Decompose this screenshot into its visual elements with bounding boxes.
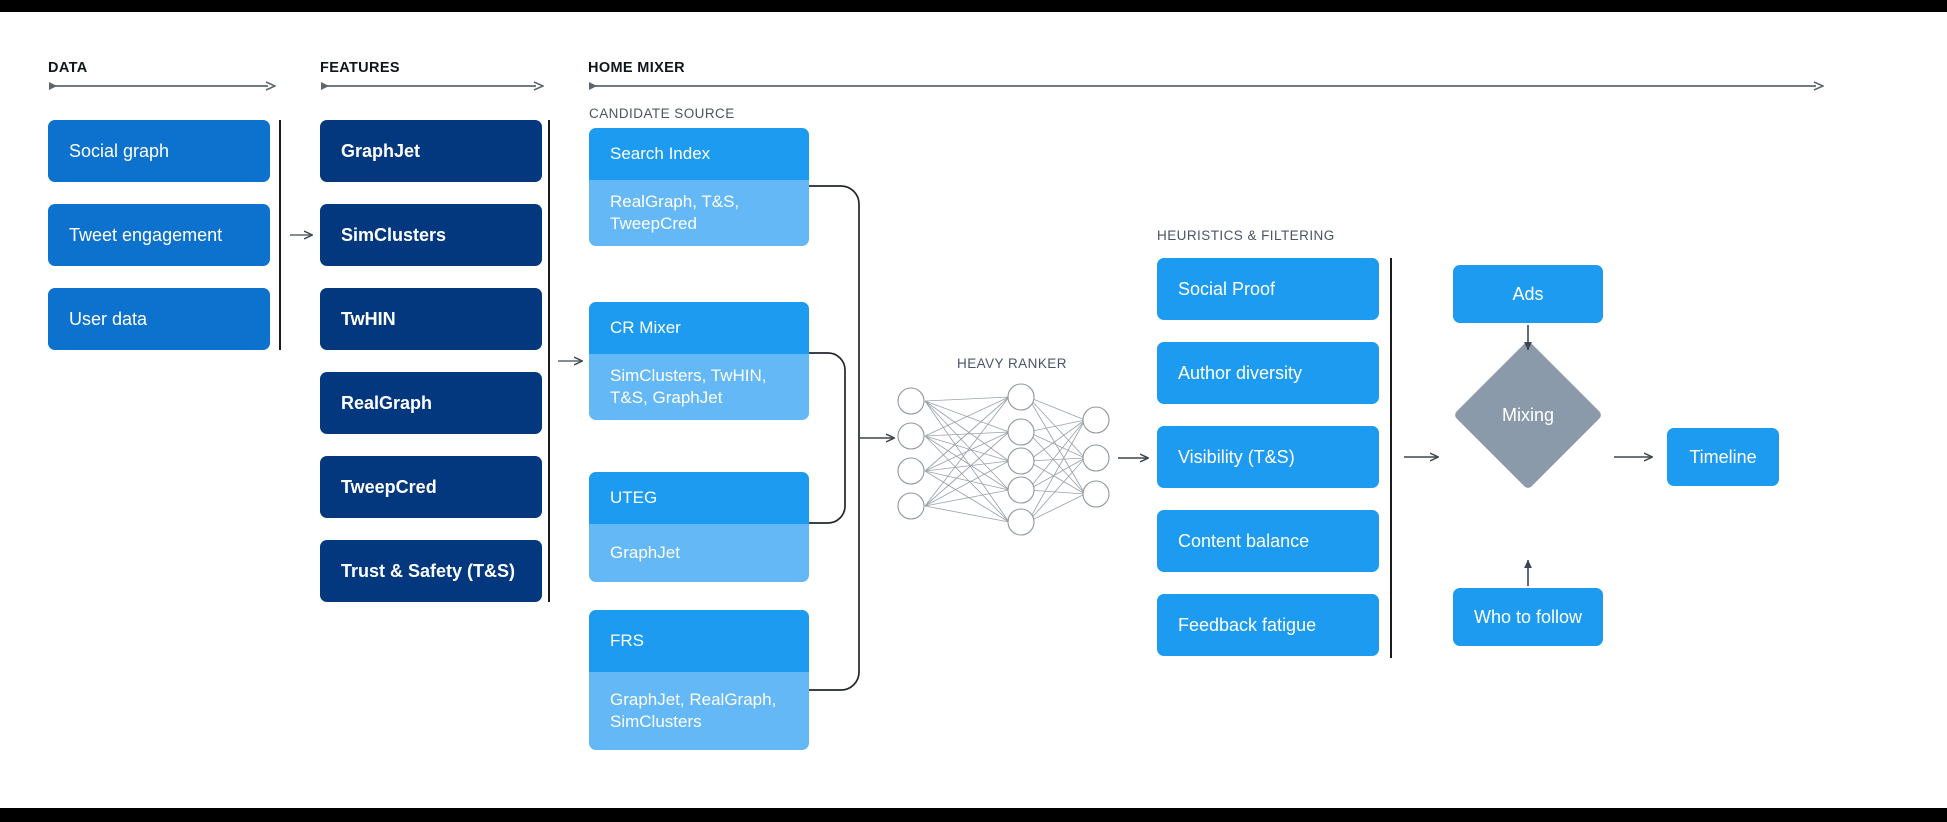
feature-box-label: RealGraph [341, 392, 433, 413]
candidate-source-cr-mixer[interactable]: CR Mixer SimClusters, TwHIN, T&S, GraphJ… [589, 302, 809, 420]
data-box-label: Social graph [69, 140, 170, 161]
nn-edges-hidden-output [1027, 396, 1086, 523]
candidate-source-name: FRS [589, 610, 809, 672]
candidate-source-name: CR Mixer [589, 302, 809, 354]
brace-inner-candidate-sources [809, 352, 846, 524]
candidate-source-features: GraphJet [589, 524, 809, 582]
feature-box-twhin[interactable]: TwHIN [320, 288, 542, 350]
feature-box-graphjet[interactable]: GraphJet [320, 120, 542, 182]
feature-box-simclusters[interactable]: SimClusters [320, 204, 542, 266]
nn-edges-input-hidden [924, 396, 1010, 523]
section-title-data: DATA [48, 60, 88, 76]
timeline-label: Timeline [1689, 446, 1757, 467]
heuristic-box-label: Feedback fatigue [1178, 614, 1317, 635]
section-title-features: FEATURES [320, 60, 400, 76]
feature-box-label: SimClusters [341, 224, 447, 245]
heuristic-box-author-diversity[interactable]: Author diversity [1157, 342, 1379, 404]
data-box-label: User data [69, 308, 148, 329]
heuristic-box-label: Author diversity [1178, 362, 1303, 383]
subsection-title-candidate-source: CANDIDATE SOURCE [589, 106, 735, 121]
heuristic-box-content-balance[interactable]: Content balance [1157, 510, 1379, 572]
feature-box-label: GraphJet [341, 140, 421, 161]
mixing-input-who-to-follow[interactable]: Who to follow [1453, 588, 1603, 646]
feature-box-label: TweepCred [341, 476, 437, 497]
candidate-source-uteg[interactable]: UTEG GraphJet [589, 472, 809, 582]
candidate-source-features: GraphJet, RealGraph, SimClusters [589, 672, 809, 750]
section-title-home-mixer: HOME MIXER [588, 60, 685, 76]
data-box-label: Tweet engagement [69, 224, 223, 245]
heavy-ranker-network [897, 383, 1110, 536]
letterbox-top [0, 0, 1947, 12]
subsection-title-heuristics: HEURISTICS & FILTERING [1157, 228, 1335, 243]
data-box-user-data[interactable]: User data [48, 288, 270, 350]
heuristic-box-label: Social Proof [1178, 278, 1276, 299]
mixing-input-ads[interactable]: Ads [1453, 265, 1603, 323]
heuristic-box-feedback-fatigue[interactable]: Feedback fatigue [1157, 594, 1379, 656]
output-timeline[interactable]: Timeline [1667, 428, 1779, 486]
who-to-follow-label: Who to follow [1473, 606, 1583, 627]
feature-box-realgraph[interactable]: RealGraph [320, 372, 542, 434]
ads-label: Ads [1512, 283, 1544, 304]
candidate-source-frs[interactable]: FRS GraphJet, RealGraph, SimClusters [589, 610, 809, 750]
heuristic-box-label: Visibility (T&S) [1178, 446, 1295, 467]
candidate-source-features: SimClusters, TwHIN, T&S, GraphJet [589, 354, 809, 420]
data-box-social-graph[interactable]: Social graph [48, 120, 270, 182]
divider-features-homemixer [548, 120, 550, 602]
candidate-source-name: UTEG [589, 472, 809, 524]
section-arrow-data [48, 80, 276, 91]
heuristic-box-label: Content balance [1178, 530, 1310, 551]
subsection-title-heavy-ranker: HEAVY RANKER [957, 356, 1067, 371]
divider-heuristics-mixing [1390, 258, 1392, 658]
data-box-tweet-engagement[interactable]: Tweet engagement [48, 204, 270, 266]
brace-outer-candidate-sources [809, 185, 860, 691]
section-arrow-home-mixer [588, 80, 1824, 91]
divider-data-features [279, 120, 281, 350]
feature-box-label: TwHIN [341, 308, 396, 329]
feature-box-label: Trust & Safety (T&S) [341, 560, 516, 581]
section-arrow-features [320, 80, 544, 91]
feature-box-trust-safety[interactable]: Trust & Safety (T&S) [320, 540, 542, 602]
nn-nodes [897, 383, 1110, 536]
candidate-source-features: RealGraph, T&S, TweepCred [589, 180, 809, 246]
feature-box-tweepcred[interactable]: TweepCred [320, 456, 542, 518]
candidate-source-name: Search Index [589, 128, 809, 180]
candidate-source-search-index[interactable]: Search Index RealGraph, T&S, TweepCred [589, 128, 809, 246]
heuristic-box-visibility[interactable]: Visibility (T&S) [1157, 426, 1379, 488]
letterbox-bottom [0, 808, 1947, 822]
heuristic-box-social-proof[interactable]: Social Proof [1157, 258, 1379, 320]
mixing-diamond-label: Mixing [1501, 404, 1554, 425]
